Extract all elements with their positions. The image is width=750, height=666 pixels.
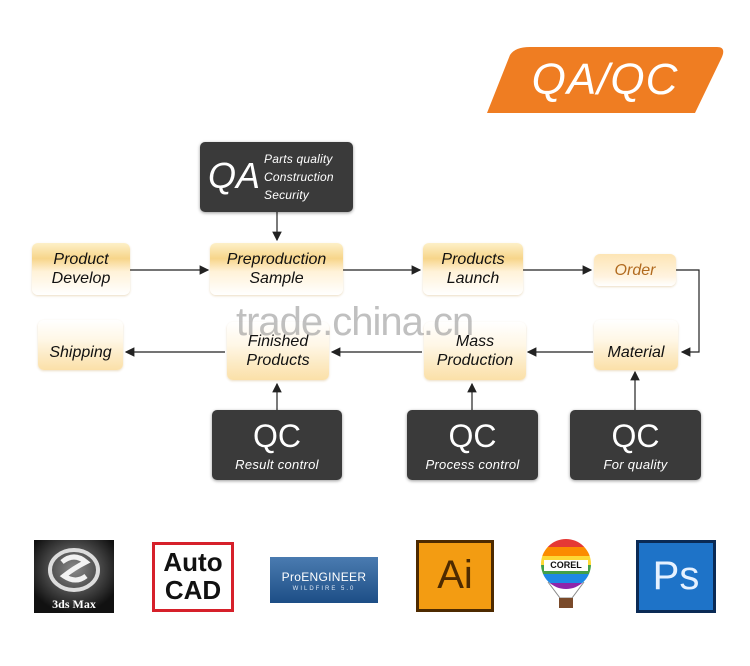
finished-line2: Products <box>246 352 310 369</box>
3ds-max-logo: 3ds Max <box>34 540 114 613</box>
finished-products-box: Finished Products <box>227 322 329 380</box>
qc-quality-title: QC <box>611 418 660 454</box>
material-label: Material <box>607 343 665 361</box>
qaqc-banner <box>487 47 724 113</box>
autocad-line2: CAD <box>164 575 222 605</box>
products-launch-box: Products Launch <box>423 243 523 295</box>
qc-process-title: QC <box>448 418 497 454</box>
shipping-label: Shipping <box>49 343 112 361</box>
photoshop-label: Ps <box>652 554 700 598</box>
photoshop-logo: Ps <box>636 540 716 613</box>
order-label: Order <box>614 261 656 279</box>
order-box: Order <box>594 254 676 286</box>
mass-production-box: Mass Production <box>424 322 526 380</box>
corel-label: COREL <box>550 560 582 570</box>
qa-box: QA Parts quality Construction Security <box>200 142 353 212</box>
illustrator-label: Ai <box>437 553 473 597</box>
watermark-text: trade.china.cn <box>236 300 474 344</box>
arrow-order-to-material <box>676 269 700 357</box>
illustrator-logo: Ai <box>416 540 494 612</box>
qa-line-parts: Parts quality <box>264 152 333 166</box>
preproduction-sample-box: Preproduction Sample <box>210 243 343 295</box>
preproduction-line1: Preproduction <box>226 251 327 268</box>
qc-quality-box: QC For quality <box>570 410 701 480</box>
qc-quality-subtitle: For quality <box>603 457 668 472</box>
mass-line1: Mass <box>455 333 495 350</box>
qc-result-subtitle: Result control <box>235 457 319 472</box>
products-launch-line1: Products <box>441 251 505 268</box>
autocad-logo: Auto CAD <box>152 542 234 612</box>
qa-line-construction: Construction <box>264 170 334 184</box>
finished-line1: Finished <box>247 333 309 350</box>
shipping-box: Shipping <box>38 320 123 370</box>
banner-title: QA/QC <box>531 55 679 104</box>
qc-result-box: QC Result control <box>212 410 342 480</box>
proengineer-tag: WILDFIRE 5.0 <box>292 586 356 592</box>
product-develop-box: Product Develop <box>32 243 130 295</box>
qc-process-subtitle: Process control <box>425 457 520 472</box>
proengineer-logo: ProENGINEER WILDFIRE 5.0 <box>270 557 378 603</box>
products-launch-line2: Launch <box>446 270 500 287</box>
qa-title: QA <box>208 155 261 196</box>
proengineer-name: ProENGINEER <box>281 570 367 584</box>
qc-result-title: QC <box>253 418 301 454</box>
mass-line2: Production <box>436 352 514 369</box>
qa-line-security: Security <box>264 188 309 202</box>
autocad-line1: Auto <box>163 547 223 577</box>
corel-balloon-logo: COREL <box>538 538 594 616</box>
material-box: Material <box>594 320 678 370</box>
3ds-max-label: 3ds Max <box>52 597 96 611</box>
product-develop-line1: Product <box>53 251 109 268</box>
preproduction-line2: Sample <box>249 270 304 287</box>
qc-process-box: QC Process control <box>407 410 538 480</box>
product-develop-line2: Develop <box>51 270 111 287</box>
